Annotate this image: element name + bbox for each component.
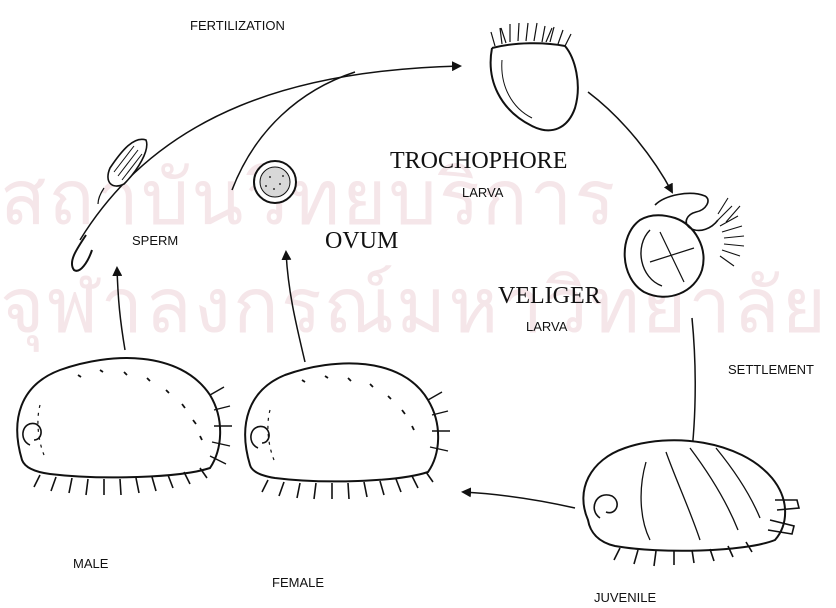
arrow-female-to-ovum (286, 252, 305, 362)
fertilization-label: FERTILIZATION (190, 18, 285, 33)
juvenile-illustration (583, 440, 799, 566)
male-illustration (17, 358, 232, 495)
ovum-label: OVUM (325, 228, 398, 255)
trochophore-illustration (491, 23, 578, 130)
veliger-larva-label: LARVA (526, 319, 567, 334)
female-label: FEMALE (272, 575, 324, 590)
sperm-label: SPERM (132, 233, 178, 248)
settlement-label: SETTLEMENT (728, 362, 814, 377)
trochophore-label: TROCHOPHORE (390, 148, 567, 175)
veliger-illustration (625, 193, 744, 296)
ovum-illustration (254, 161, 296, 203)
sperm-illustration (72, 139, 147, 270)
male-label: MALE (73, 556, 108, 571)
veliger-label: VELIGER (498, 283, 601, 310)
female-illustration (245, 363, 450, 499)
juvenile-label: JUVENILE (594, 590, 656, 605)
arrow-juvenile-to-female (463, 492, 575, 508)
trochophore-larva-label: LARVA (462, 185, 503, 200)
arrow-male-to-sperm (117, 268, 125, 350)
arrow-trochophore-to-veliger (588, 92, 672, 192)
